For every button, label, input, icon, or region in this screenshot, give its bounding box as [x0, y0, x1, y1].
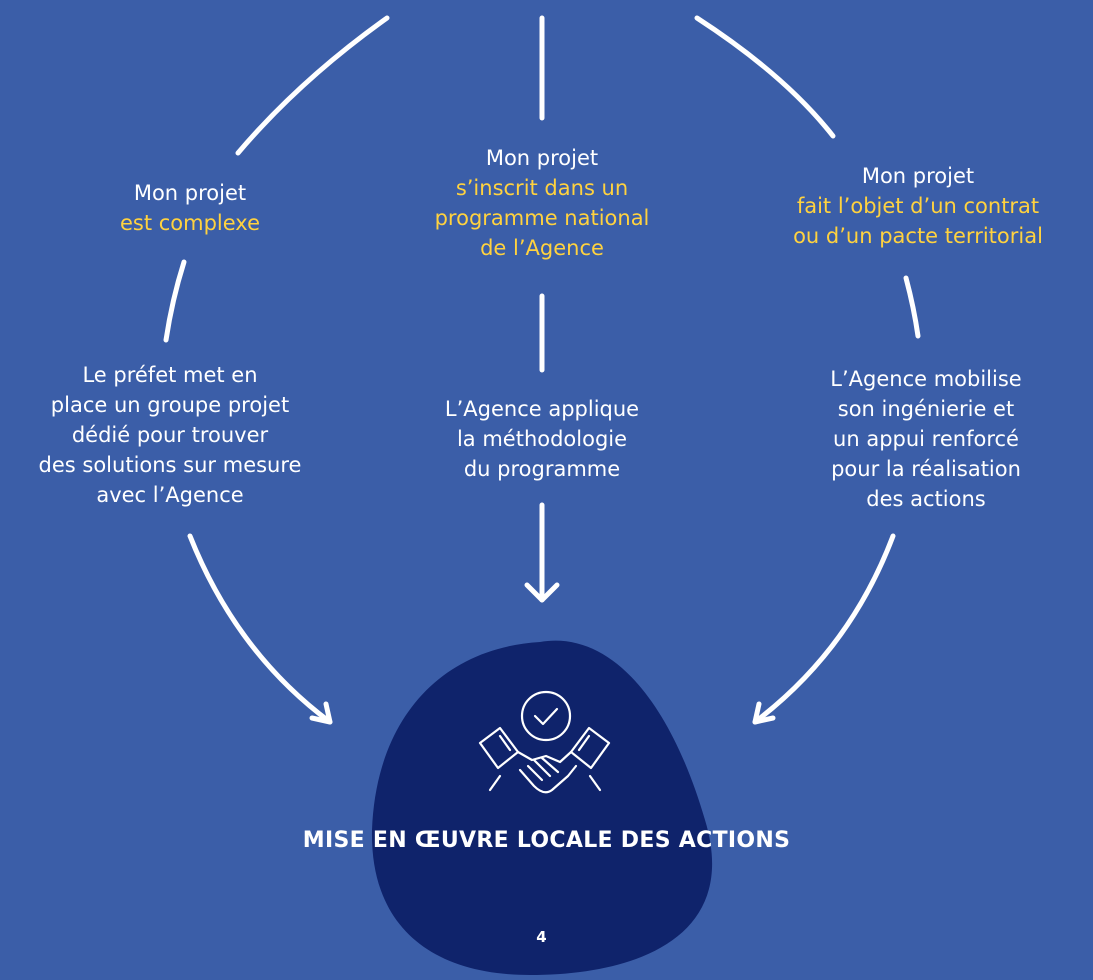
column-3-description-line-2: son ingénierie et [837, 397, 1015, 421]
column-1-description: Le préfet met en place un groupe projet … [0, 360, 340, 510]
handshake-check-icon [478, 690, 611, 794]
column-2-heading-highlight-2: programme national [434, 206, 650, 230]
column-1-description-line-1: Le préfet met en [82, 363, 258, 387]
column-2-heading: Mon projet s’inscrit dans un programme n… [392, 143, 692, 263]
column-3-description: L’Agence mobilise son ingénierie et un a… [786, 364, 1066, 514]
left-arc-middle [163, 259, 187, 343]
column-2-heading-lead: Mon projet [485, 146, 599, 170]
left-arc-bottom [187, 533, 333, 725]
result-blob [371, 640, 713, 975]
column-2-heading-highlight-3: de l’Agence [480, 236, 604, 260]
column-3-heading-highlight-1: fait l’objet d’un contrat [796, 194, 1040, 218]
right-arc-bottom [752, 533, 896, 725]
column-3-heading-highlight-2: ou d’un pacte territorial [793, 224, 1043, 248]
column-1-description-line-4: des solutions sur mesure [38, 453, 302, 477]
left-arrowhead [309, 701, 333, 725]
column-2-heading-highlight-1: s’inscrit dans un [455, 176, 629, 200]
column-2-description-line-3: du programme [463, 457, 621, 481]
right-arc-top [694, 15, 836, 139]
column-3-description-line-1: L’Agence mobilise [830, 367, 1022, 391]
column-1-heading-highlight-1: est complexe [119, 211, 261, 235]
column-3-heading-lead: Mon projet [861, 164, 975, 188]
result-label: MISE EN ŒUVRE LOCALE DES ACTIONS [302, 828, 791, 853]
column-1-description-line-5: avec l’Agence [96, 483, 244, 507]
column-3-description-line-4: pour la réalisation [831, 457, 1021, 481]
column-2-description-line-1: L’Agence applique [444, 397, 640, 421]
column-1-description-line-2: place un groupe projet [50, 393, 290, 417]
column-1-description-line-3: dédié pour trouver [71, 423, 269, 447]
column-2-description-line-2: la méthodologie [456, 427, 628, 451]
column-1-heading: Mon projet est complexe [60, 178, 320, 238]
column-3-heading: Mon projet fait l’objet d’un contrat ou … [743, 161, 1093, 251]
left-arc-top [235, 15, 390, 156]
column-3-description-line-5: des actions [866, 487, 986, 511]
column-3-description-line-3: un appui renforcé [833, 427, 1019, 451]
column-2-description: L’Agence applique la méthodologie du pro… [412, 394, 672, 484]
right-arc-middle [903, 275, 921, 339]
page-number: 4 [536, 928, 547, 946]
right-arrowhead [752, 701, 776, 725]
center-arrowhead [524, 582, 560, 603]
column-1-heading-lead: Mon projet [133, 181, 247, 205]
